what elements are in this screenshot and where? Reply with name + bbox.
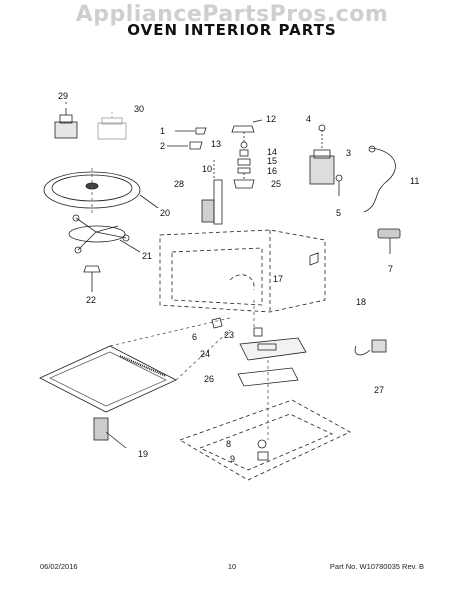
callout-5: 5 (336, 208, 341, 218)
watermark: AppliancePartsPros.com (75, 2, 389, 27)
callout-27: 27 (374, 385, 384, 395)
callout-14: 14 (267, 147, 277, 157)
bottom-fastener (257, 439, 269, 461)
fuse (377, 228, 401, 254)
callout-24: 24 (200, 349, 210, 359)
gasket (237, 367, 299, 387)
stirrer-motor (54, 100, 78, 139)
callout-7: 7 (388, 264, 393, 274)
callout-30: 30 (134, 104, 144, 114)
callout-21: 21 (142, 251, 152, 261)
callout-15: 15 (267, 156, 277, 166)
callout-16: 16 (267, 166, 277, 176)
bottom-plate (179, 399, 351, 481)
lower-clip (211, 317, 263, 337)
waveguide-cover (201, 160, 223, 225)
callout-2: 2 (160, 141, 165, 151)
callout-9: 9 (230, 454, 235, 464)
callout-17: 17 (273, 274, 283, 284)
callout-19: 19 (138, 449, 148, 459)
callout-22: 22 (86, 295, 96, 305)
callout-25: 25 (271, 179, 281, 189)
sensor-wire (354, 339, 387, 356)
callout-23: 23 (224, 330, 234, 340)
mounting-plate (239, 337, 307, 361)
oven-cavity (159, 229, 326, 313)
footer-part-number: Part No. W10780035 Rev. B (329, 562, 424, 571)
turntable-support (68, 214, 141, 254)
callout-18: 18 (356, 297, 366, 307)
turntable (43, 171, 159, 209)
wire-harness (363, 145, 396, 213)
callout-1: 1 (160, 126, 165, 136)
footer-page-number: 10 (227, 562, 237, 571)
transformer (97, 112, 127, 140)
footer-date: 06/02/2016 (40, 562, 78, 571)
callout-12: 12 (266, 114, 276, 124)
magnetron (309, 124, 343, 196)
callout-28: 28 (174, 179, 184, 189)
turntable-coupler (83, 265, 101, 292)
page-title: OVEN INTERIOR PARTS (127, 21, 337, 39)
callout-8: 8 (226, 439, 231, 449)
callout-20: 20 (160, 208, 170, 218)
callout-26: 26 (204, 374, 214, 384)
callout-3: 3 (346, 148, 351, 158)
callout-10: 10 (202, 164, 212, 174)
assembly-guides (91, 168, 269, 440)
callout-labels: 1 2 3 4 5 6 7 8 9 10 11 12 13 14 15 16 1… (58, 91, 419, 464)
callout-13: 13 (211, 139, 221, 149)
stirrer-assembly (231, 119, 263, 189)
floor-plate (39, 345, 177, 449)
screw-and-bracket (167, 127, 207, 150)
callout-11: 11 (410, 176, 419, 186)
side-bracket (309, 252, 319, 266)
callout-6: 6 (192, 332, 197, 342)
callout-29: 29 (58, 91, 68, 101)
callout-4: 4 (306, 114, 311, 124)
